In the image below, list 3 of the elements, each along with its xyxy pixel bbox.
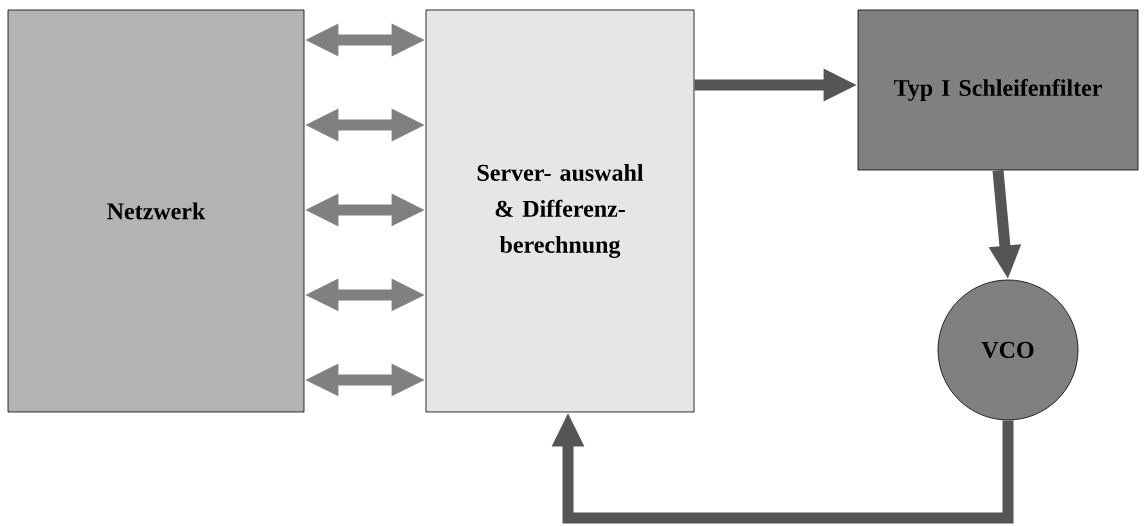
process-box: Server- auswahl & Differenz- berechnung [425,9,695,413]
process-box: Netzwerk [7,9,305,413]
process-box: Typ I Schleifenfilter [857,9,1139,171]
